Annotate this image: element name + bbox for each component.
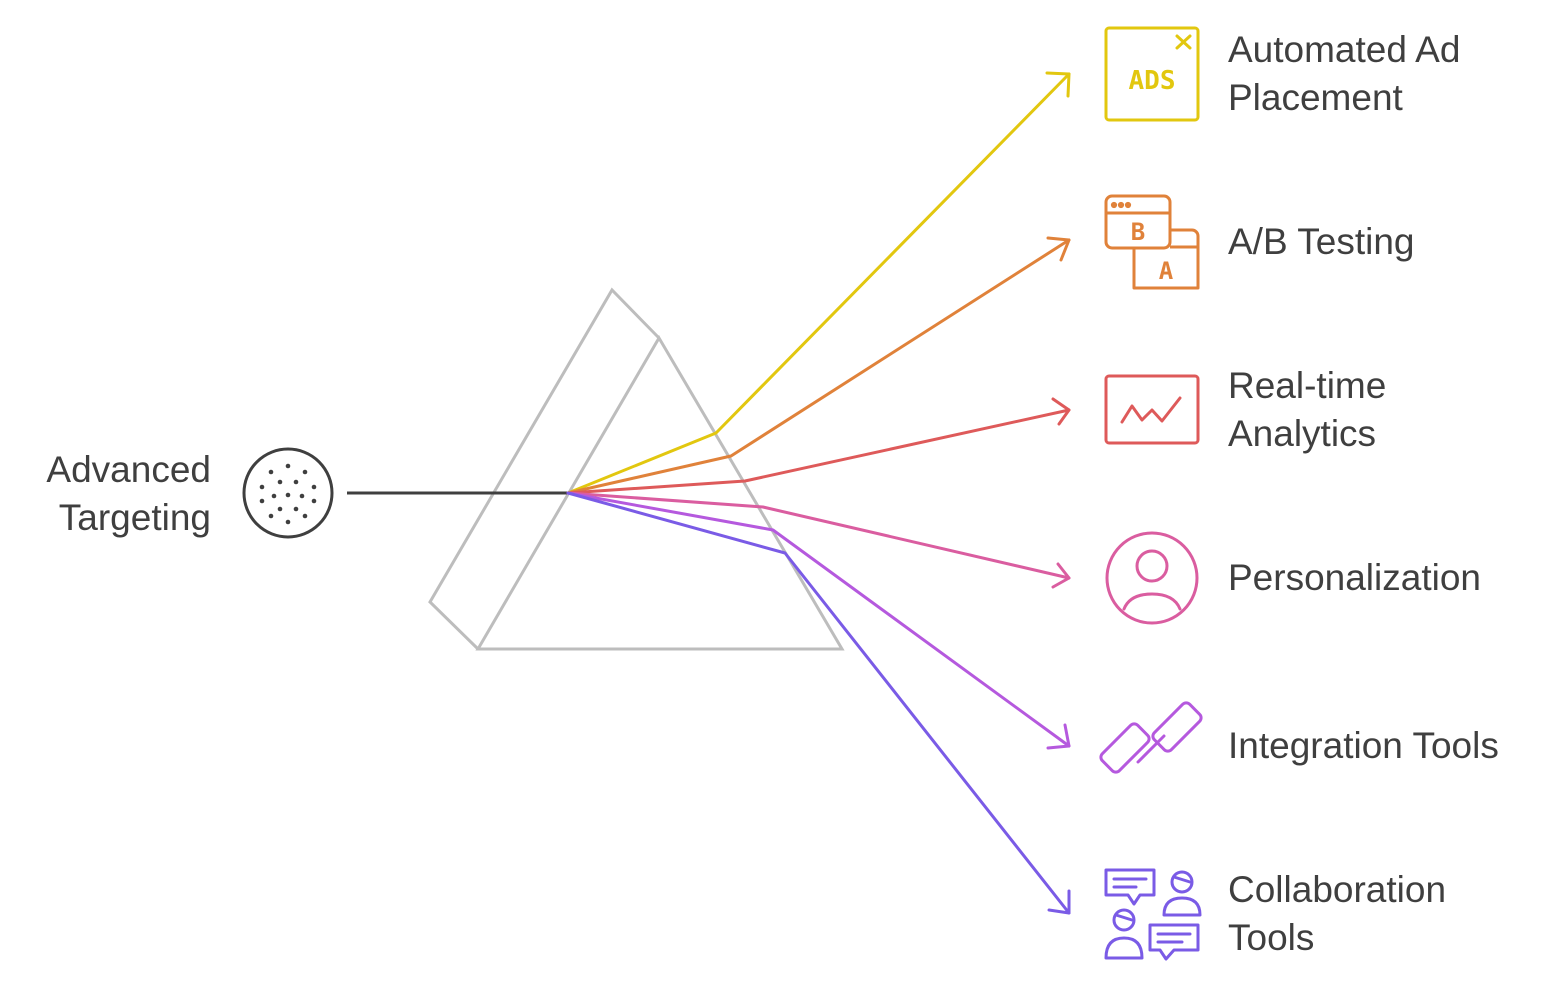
ads-icon: ADS [1104,26,1200,122]
dotted-circle-icon [242,447,334,539]
ray-real-time-analytics [566,397,1071,495]
output-label-collaboration-line2: Tools [1228,917,1314,958]
ray-collaboration-tools [566,491,1071,915]
user-profile-icon [1105,531,1199,625]
collaboration-icon [1104,868,1202,961]
ab-icon-text-a: A [1159,257,1174,285]
ray-integration-tools [566,491,1071,750]
output-label-collaboration-line1: Collaboration [1228,869,1446,910]
source-label-line1: Advanced [46,449,211,490]
output-label-automated-ad-line1: Automated Ad [1228,29,1460,70]
output-rays [566,71,1071,915]
ray-personalization [566,491,1071,589]
output-label-personalization: Personalization [1228,557,1481,598]
prism [428,287,845,651]
output-label-real-time-line1: Real-time [1228,365,1386,406]
ads-icon-text: ADS [1129,66,1176,96]
ray-ab-testing [566,236,1071,495]
output-label-ab-testing: A/B Testing [1228,221,1414,262]
output-label-automated-ad-line2: Placement [1228,77,1404,118]
output-label-real-time-line2: Analytics [1228,413,1376,454]
ab-testing-icon: B A [1104,194,1200,290]
ab-icon-text-b: B [1131,218,1145,246]
ray-automated-ad-placement [566,71,1071,495]
output-label-integration-tools: Integration Tools [1228,725,1499,766]
source-label-line2: Targeting [59,497,211,538]
analytics-chart-icon [1104,374,1200,445]
link-icon [1099,701,1203,774]
